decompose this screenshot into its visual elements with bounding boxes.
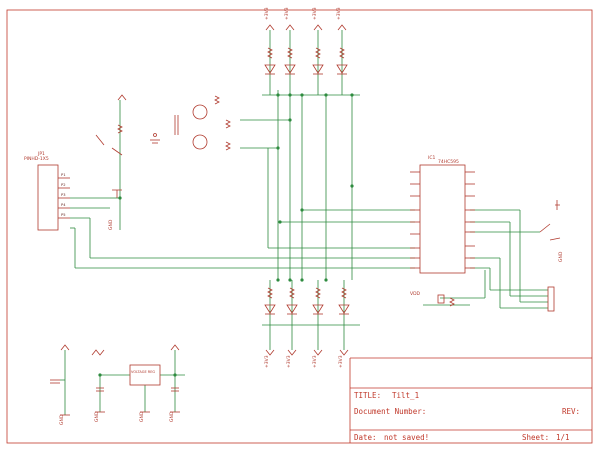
title-block: TITLE: Tilt_1 Document Number: REV: Date… <box>349 357 592 443</box>
ic-value: 74HC595 <box>438 159 459 165</box>
voltage-regulator <box>129 364 161 386</box>
gnd-3: GND <box>139 411 145 422</box>
gnd-4: GND <box>169 411 175 422</box>
gnd-1: GND <box>59 414 65 425</box>
svg-text:P1: P1 <box>61 172 66 177</box>
conn-name: JP1 <box>37 151 45 157</box>
svg-text:P2: P2 <box>61 182 66 187</box>
vcc-bot-4: +3V3 <box>338 355 344 368</box>
wires <box>60 30 548 415</box>
vcc-bot-2: +3V3 <box>286 355 292 368</box>
vcc-bot-1: +3V3 <box>264 355 270 368</box>
svg-text:P4: P4 <box>61 202 66 207</box>
vdd-label: VDD <box>410 291 421 297</box>
connector-jp1 <box>37 164 59 231</box>
svg-text:P5: P5 <box>61 212 66 217</box>
component-labels: IC1 74HC595 JP1 PINHD-1X5 VOLTAGE REG VD… <box>24 7 564 425</box>
regulator-label: VOLTAGE REG <box>131 370 155 374</box>
title-label: TITLE: <box>354 391 381 400</box>
symbols <box>37 24 561 416</box>
vcc-bot-3: +3V3 <box>312 355 318 368</box>
sheet-label: Sheet: <box>522 433 549 442</box>
docnum-label: Document Number: <box>354 407 426 416</box>
svg-text:P3: P3 <box>61 192 66 197</box>
vcc-top-1: +3V3 <box>264 7 270 20</box>
date-label: Date: <box>354 433 377 442</box>
conn-value: PINHD-1X5 <box>24 156 49 162</box>
title-value: Tilt_1 <box>392 391 419 400</box>
gnd-6: GND <box>108 219 114 230</box>
gnd-2: GND <box>94 411 100 422</box>
sheet-value: 1/1 <box>556 433 570 442</box>
date-value: not saved! <box>384 433 429 442</box>
gnd-5: GND <box>558 251 564 262</box>
vcc-top-4: +3V3 <box>336 7 342 20</box>
ic-name: IC1 <box>428 155 435 161</box>
sheet-frame <box>6 9 593 444</box>
junctions <box>98 93 354 377</box>
vcc-top-2: +3V3 <box>284 7 290 20</box>
ic1-body <box>419 164 466 274</box>
rev-label: REV: <box>562 407 580 416</box>
vcc-top-3: +3V3 <box>312 7 318 20</box>
